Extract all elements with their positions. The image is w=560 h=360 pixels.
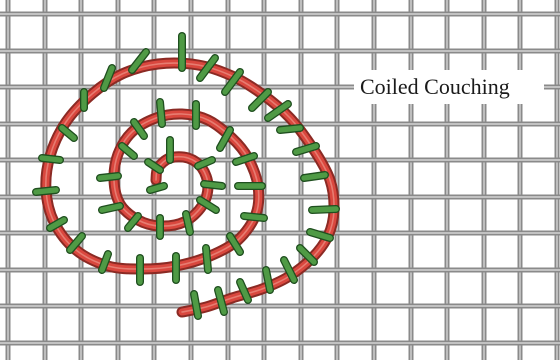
- couching-stitch: [42, 158, 60, 160]
- couching-stitch: [304, 175, 325, 178]
- couching-stitch: [244, 216, 264, 218]
- couching-stitch: [36, 190, 56, 192]
- couching-stitch: [100, 176, 118, 178]
- couching-stitch: [150, 186, 164, 190]
- couching-stitch: [206, 248, 208, 270]
- couching-stitch: [312, 209, 336, 210]
- title-text: Coiled Couching: [360, 74, 510, 99]
- couching-stitch: [160, 102, 162, 124]
- title-label: Coiled Couching: [354, 70, 544, 104]
- couching-stitch: [280, 128, 300, 130]
- couching-stitch: [204, 184, 222, 186]
